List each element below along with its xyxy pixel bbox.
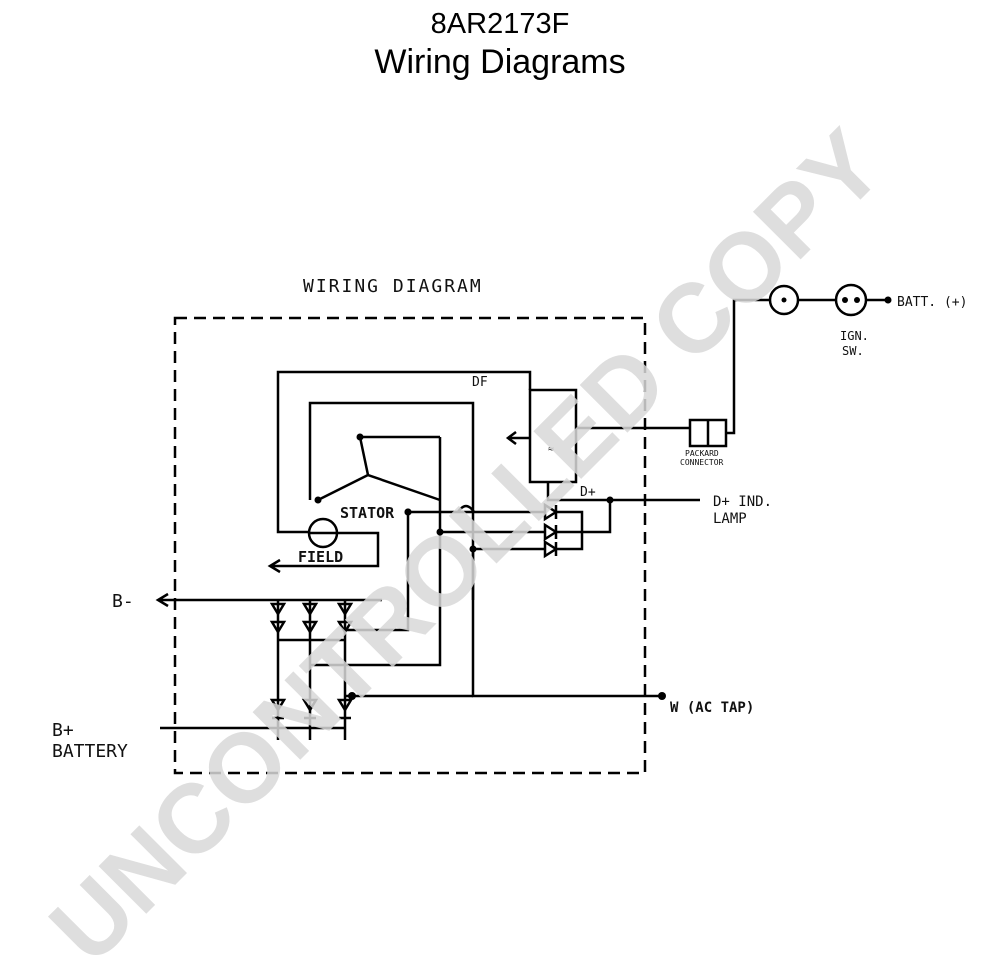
ignition-switch-contact-2 [854,297,860,303]
df-label: DF [472,375,488,390]
rectifier-bridge [269,600,473,740]
packard-label-2: CONNECTOR [680,458,724,467]
ac-tap-label: W (AC TAP) [670,700,754,716]
phase-junction-2 [436,528,444,536]
diagram-heading: WIRING DIAGRAM [303,276,483,297]
b-minus-label: B- [112,591,134,612]
uncontrolled-copy-watermark: UNCONTROLLED COPY [29,109,904,955]
field-loop-outer [276,370,532,534]
ign-label-1: IGN. [840,329,869,343]
rectifier-node [348,692,356,700]
d-plus-label: D+ [580,485,596,500]
ignition-switch-contact-1 [842,297,848,303]
b-plus-label: B+ [52,720,74,741]
regulator-arrow [505,431,530,445]
part-number-title: 8AR2173F [430,8,570,40]
stator-label: STATOR [340,504,395,522]
field-label: FIELD [298,548,343,566]
field-loop-inner [308,401,475,600]
d-plus-ind-label: D+ IND. [713,494,772,510]
phase-junction-1 [404,508,412,516]
battery-label: BATTERY [52,741,128,762]
diode-trio-return [582,500,612,534]
batt-plus-label: BATT. (+) [897,295,967,310]
regulator-mark: ≈ [548,444,554,455]
battery-terminal [884,296,892,304]
stator-node-left [314,496,322,504]
field-wire [267,531,380,574]
phase-line-1-drop [345,512,410,632]
alternator-enclosure [173,316,647,775]
packard-label-1: PACKARD [685,449,719,458]
diode-trio [530,502,584,559]
voltage-regulator [528,388,578,484]
ignition-switch [834,283,868,317]
lamp-label: LAMP [713,511,747,527]
page-title-block: 8AR2173F Wiring Diagrams [0,6,1000,82]
ign-label-2: SW. [842,344,864,358]
d-plus-wire [546,482,700,502]
indicator-lamp-dot [781,297,787,303]
ac-tap-terminal [658,692,666,700]
stator-node-top [356,433,364,441]
page-subtitle: Wiring Diagrams [374,43,626,81]
stator-winding [317,435,441,502]
phase-line-2-drop [310,532,442,667]
wire-crossover [456,504,476,513]
